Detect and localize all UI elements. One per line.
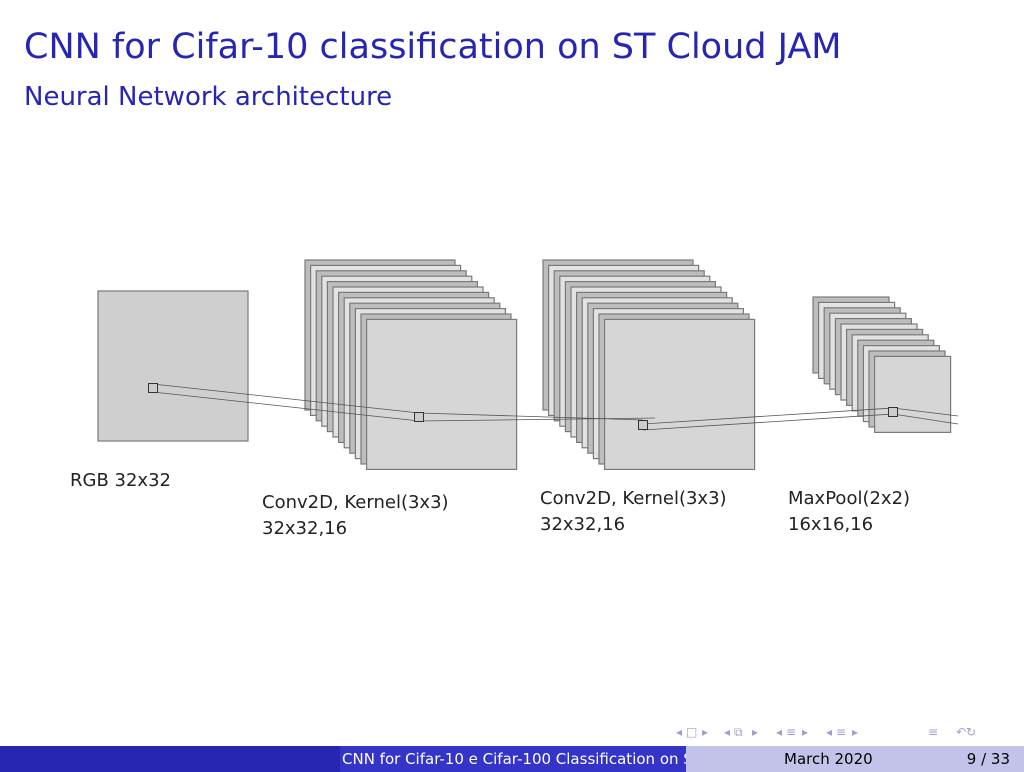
footer-date: March 2020: [784, 750, 873, 768]
slide-title: CNN for Cifar-10 classification on ST Cl…: [24, 27, 842, 67]
conv2-map-12: [603, 318, 756, 470]
nav-sub2-icon[interactable]: ≡: [836, 725, 847, 739]
connector-1a: [152, 383, 420, 414]
input-layer-rgb: [97, 290, 249, 442]
cnn-architecture-diagram: [97, 259, 959, 470]
footer-bar: CNN for Cifar-10 e Cifar-100 Classificat…: [0, 746, 1024, 772]
nav-frame-icon[interactable]: □: [686, 725, 698, 739]
nav-search-icon[interactable]: ↶↻: [956, 725, 977, 739]
nav-next-subsection-icon[interactable]: ▸: [752, 725, 759, 739]
nav-prev-frame-icon[interactable]: ◂: [676, 725, 683, 739]
nav-section-icon[interactable]: ≡: [786, 725, 797, 739]
connector-4b: [892, 413, 959, 425]
nav-prev-subsection-icon[interactable]: ◂: [724, 725, 731, 739]
nav-next-frame-icon[interactable]: ▸: [702, 725, 709, 739]
connector-3b: [642, 413, 894, 431]
kernel-marker-conv2: [638, 420, 648, 430]
connector-1b: [152, 391, 420, 422]
pool-map-12: [873, 355, 952, 433]
connectors: [148, 383, 959, 431]
footer-short-title: CNN for Cifar-10 e Cifar-100 Classificat…: [340, 746, 686, 772]
footer-info: March 2020 9 / 33: [686, 746, 1024, 772]
kernel-marker-pool: [888, 407, 898, 417]
nav-menu-icon[interactable]: ≡: [928, 725, 939, 739]
nav-next-section-icon[interactable]: ▸: [802, 725, 809, 739]
nav-next-sub2-icon[interactable]: ▸: [852, 725, 859, 739]
connector-2b: [418, 417, 656, 422]
conv2d-layer-2: [542, 259, 756, 470]
connector-4a: [892, 407, 959, 417]
nav-subsection-icon[interactable]: ⧉: [734, 725, 743, 739]
footer-author: [0, 746, 340, 772]
conv1-map-12: [366, 318, 518, 470]
layer-label-conv1: Conv2D, Kernel(3x3) 32x32,16: [262, 492, 449, 539]
layer-label-maxpool: MaxPool(2x2) 16x16,16: [788, 488, 911, 535]
nav-prev-sub2-icon[interactable]: ◂: [826, 725, 833, 739]
input-map: [97, 290, 249, 442]
footer-page-number: 9 / 33: [966, 750, 1010, 768]
beamer-navigation: ◂ □ ▸ ◂ ⧉ ▸ ◂ ≡ ▸ ◂ ≡ ▸ ≡ ↶↻: [676, 722, 1016, 742]
layer-label-input: RGB 32x32: [70, 470, 171, 491]
conv2d-layer-1: [304, 259, 518, 470]
connector-3a: [642, 407, 894, 425]
kernel-marker-input: [148, 383, 158, 393]
layer-label-conv2: Conv2D, Kernel(3x3) 32x32,16: [540, 488, 727, 535]
kernel-marker-conv1: [414, 412, 424, 422]
maxpool-layer: [812, 296, 952, 433]
slide-subtitle: Neural Network architecture: [24, 82, 393, 112]
nav-prev-section-icon[interactable]: ◂: [776, 725, 783, 739]
